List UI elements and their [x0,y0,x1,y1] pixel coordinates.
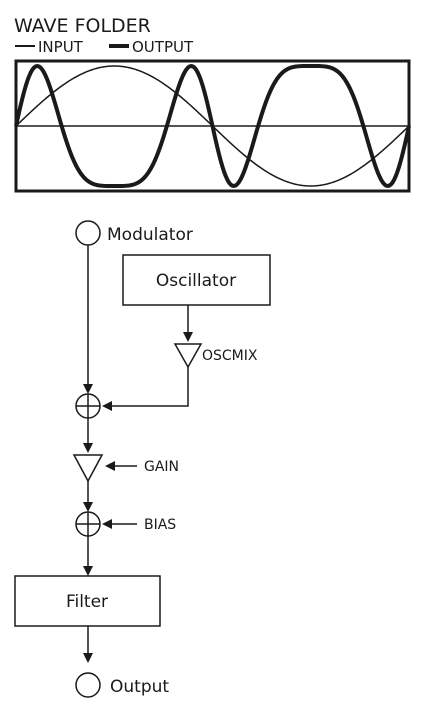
gain-amp-icon [72,454,104,483]
oscillator-label: Oscillator [156,271,236,291]
bias-label: BIAS [144,517,176,533]
filter-label: Filter [66,592,108,612]
output-waveform [14,64,411,188]
modulator-label: Modulator [107,225,193,245]
gain-label: GAIN [144,459,179,475]
modulator-node [75,220,101,246]
output-label: Output [110,677,169,697]
oscmix-label: OSCMIX [202,348,258,364]
oscillator-box [122,254,271,306]
wave-folder-title: WAVE FOLDER [14,15,151,37]
sum-junction-1-icon [75,393,101,419]
output-node [75,672,101,698]
legend-input-label: INPUT [38,38,84,56]
oscmix-amp-icon [173,343,203,369]
waveform-plot [14,59,411,193]
sum-junction-2-icon [75,511,101,537]
legend-output-label: OUTPUT [132,38,194,56]
legend: INPUT OUTPUT [15,38,194,56]
oscmix-to-sum-connector [102,367,189,411]
